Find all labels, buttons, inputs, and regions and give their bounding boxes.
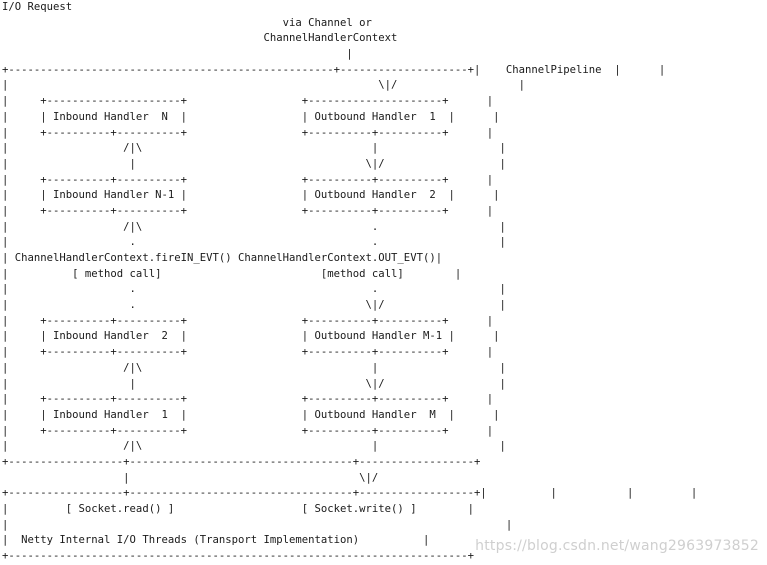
diagram-line: | | Inbound Handler N | | Outbound Handl… [2, 110, 500, 123]
diagram-line: | . \|/ | [2, 299, 506, 312]
diagram-line: | +----------+----------+ +----------+--… [2, 424, 494, 437]
diagram-line: | [ Socket.read() ] [ Socket.write() ] | [2, 503, 474, 515]
diagram-line: | +----------+----------+ +----------+--… [2, 346, 494, 359]
diagram-line: | [2, 48, 353, 61]
diagram-line: | +----------+----------+ +----------+--… [2, 204, 494, 217]
diagram-line: | Netty Internal I/O Threads (Transport … [2, 534, 430, 547]
diagram-line: | | Inbound Handler 1 | | Outbound Handl… [2, 408, 500, 421]
diagram-line: | | [2, 518, 513, 531]
diagram-line: | /|\ | | [2, 361, 506, 374]
watermark: https://blog.csdn.net/wang2963973852 [475, 538, 759, 554]
diagram-line: I/O Request [2, 1, 73, 13]
netty-pipeline-ascii-diagram: I/O Request via Channel or ChannelHandle… [2, 0, 697, 565]
diagram-line: | +----------+----------+ +----------+--… [2, 314, 494, 327]
diagram-line: | | \|/ | [2, 157, 506, 170]
diagram-line: | \|/ [2, 471, 379, 484]
diagram-line: +---------------------------------------… [2, 63, 666, 76]
diagram-line: | /|\ | | [2, 142, 506, 155]
diagram-line: | [ method call] [method call] | [2, 267, 462, 280]
diagram-line: | | Inbound Handler N-1 | | Outbound Han… [2, 189, 500, 202]
diagram-line: | +----------+----------+ +----------+--… [2, 173, 494, 186]
diagram-line: | /|\ . | [2, 220, 506, 233]
diagram-line: | +----------+----------+ +----------+--… [2, 126, 494, 139]
diagram-line: | +----------+----------+ +----------+--… [2, 393, 494, 406]
diagram-line: | /|\ | | [2, 440, 506, 453]
diagram-line: | ChannelHandlerContext.fireIN_EVT() Cha… [2, 252, 443, 264]
diagram-line: | +---------------------+ +-------------… [2, 95, 494, 108]
diagram-line: +---------------------------------------… [2, 550, 474, 563]
diagram-line: | . . | [2, 283, 506, 296]
diagram-line: via Channel or [2, 16, 372, 29]
diagram-line: | \|/ | [2, 79, 525, 92]
diagram-line: | . . | [2, 236, 506, 249]
diagram-line: +------------------+--------------------… [2, 487, 698, 500]
diagram-line: | | Inbound Handler 2 | | Outbound Handl… [2, 330, 500, 343]
diagram-line: ChannelHandlerContext [2, 32, 398, 45]
diagram-line: | | \|/ | [2, 377, 506, 390]
diagram-line: +------------------+--------------------… [2, 455, 481, 468]
